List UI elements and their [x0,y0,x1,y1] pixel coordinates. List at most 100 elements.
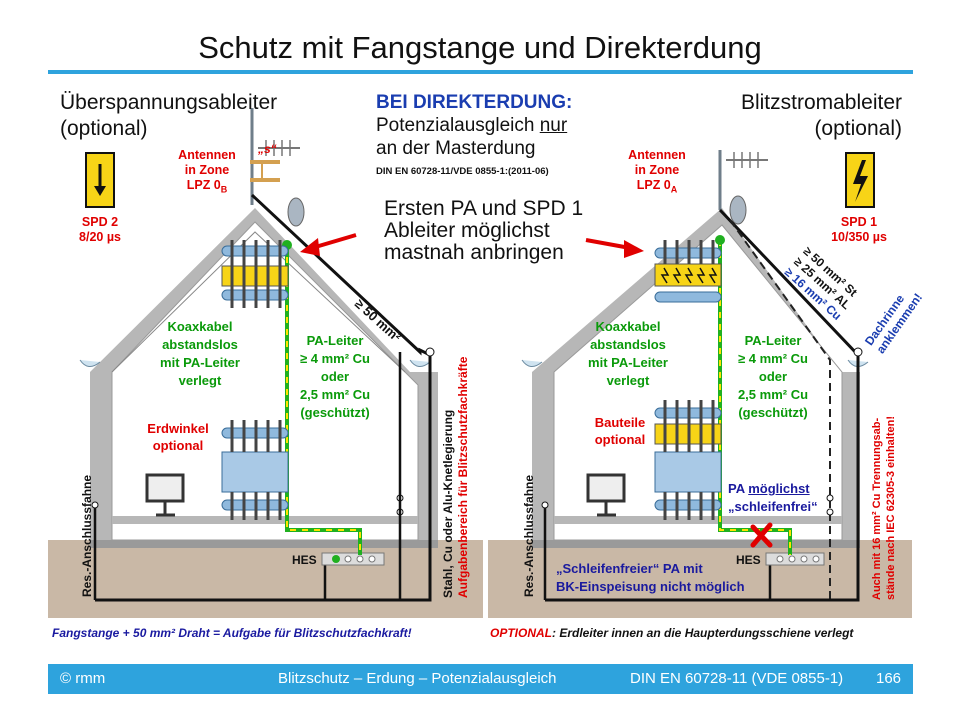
direct-heading: BEI DIREKTERDUNG: [376,92,573,113]
left-antenna-zone-text: LPZ 0 [186,178,221,192]
left-erdwinkel-line2: optional [152,438,204,453]
right-ground [488,540,912,618]
left-footer-note: Fangstange + 50 mm² Draht = Aufgabe für … [52,626,412,640]
right-footer-note: OPTIONAL: Erdleiter innen an die Haupter… [490,626,853,640]
right-koax-line2: abstandslos [590,337,666,352]
right-spd-block [654,240,722,303]
left-pa-line4: 2,5 mm² Cu [299,387,371,402]
direct-text: Potenzialausgleich nur an der Masterdung [376,114,567,160]
right-koax-line1: Koaxkabel [595,319,661,334]
footer-topic: Blitzschutz – Erdung – Potenzialausgleic… [278,670,557,687]
left-heading: Überspannungsableiter (optional) [60,90,277,142]
right-antenna-zone: LPZ 0A [618,178,696,198]
left-koax-line3: mit PA-Leiter [160,355,240,370]
right-antenna-zone-text: LPZ 0 [636,178,671,192]
right-pa-line5: (geschützt) [738,405,808,420]
left-koax-line1: Koaxkabel [167,319,233,334]
left-hes-label: HES [292,553,317,567]
left-spd-value: 8/20 µs [79,230,121,244]
left-task-label: Aufgabenbereich für Blitzschutzfachkräft… [456,356,470,598]
right-koax-label: Koaxkabel abstandslos mit PA-Leiter verl… [576,318,680,390]
right-pa-loop-b: möglichst [748,481,810,496]
right-spd-value: 10/350 µs [831,230,887,244]
right-loopfree-line1: „Schleifenfreier“ PA mit [556,561,703,576]
left-pa-label: PA-Leiter ≥ 4 mm² Cu oder 2,5 mm² Cu (ge… [290,332,380,422]
left-multiswitch [221,420,289,520]
left-pa-line5: (geschützt) [300,405,370,420]
right-heading-line2: (optional) [814,117,902,140]
advice-line1: Ersten PA und SPD 1 [384,197,584,220]
left-heading-line1: Überspannungsableiter [60,91,278,114]
left-koax-label: Koaxkabel abstandslos mit PA-Leiter verl… [148,318,252,390]
right-footer-note-text: : Erdleiter innen an die Haupterdungssch… [552,626,854,640]
footer-page-number: 166 [876,670,902,687]
left-antenna-zone: LPZ 0B [168,178,246,198]
footer-norm: DIN EN 60728-11 (VDE 0855-1) [630,670,844,687]
right-pa-label: PA-Leiter ≥ 4 mm² Cu oder 2,5 mm² Cu (ge… [728,332,818,422]
right-loopfree-line2: BK-Einspeisung nicht möglich [556,579,745,594]
right-antenna-line1: Antennen [628,148,686,162]
right-heading: Blitzstromableiter (optional) [700,90,902,142]
direct-text-line1-b: nur [539,115,568,136]
right-antenna-label: Antennen in Zone LPZ 0A [618,148,696,198]
advice-line2: Ableiter möglichst [384,219,550,242]
right-separation-line1: Auch mit 16 mm² Cu Trennungsab- [871,417,883,600]
right-pa-line1: PA-Leiter [744,333,802,348]
left-heading-line2: (optional) [60,117,148,140]
left-s-label: „s“ [258,142,277,156]
advice-text: Ersten PA und SPD 1 Ableiter möglichst m… [384,198,583,264]
direct-text-line2: an der Masterdung [376,138,536,159]
left-erdwinkel-label: Erdwinkel optional [138,420,218,454]
right-footer-note-optional: OPTIONAL [490,626,552,640]
left-pa-line3: oder [320,369,350,384]
left-koax-line4: verlegt [178,373,222,388]
left-ground [48,540,483,618]
left-spd-block [221,240,289,308]
right-koax-line3: mit PA-Leiter [588,355,668,370]
right-separation-line2: stände nach IEC 62305-3 einhalten! [885,415,897,600]
left-antenna-zone-sub: B [220,184,228,195]
left-spd-label: SPD 2 8/20 µs [72,215,128,245]
left-pa-line1: PA-Leiter [306,333,364,348]
footer-copyright: © rmm [60,670,106,687]
norm-reference: DIN EN 60728-11/VDE 0855-1:(2011-06) [376,166,549,177]
left-koax-line2: abstandslos [162,337,238,352]
right-multiswitch [654,400,722,520]
left-house-diagram [48,108,483,618]
slide-title: Schutz mit Fangstange und Direkterdung [198,30,762,65]
left-spd-name: SPD 2 [81,215,119,229]
left-res-label: Res.-Anschlussfahne [80,474,94,597]
right-antenna-zone-sub: A [670,184,678,195]
right-hes-label: HES [736,553,761,567]
right-res-label: Res.-Anschlussfahne [522,474,536,597]
right-heading-line1: Blitzstromableiter [740,91,902,114]
left-antenna-label: Antennen in Zone LPZ 0B [168,148,246,198]
right-pa-line3: oder [758,369,788,384]
footer-bar: © rmm Blitzschutz – Erdung – Potenzialau… [48,664,913,694]
right-bauteile-line1: Bauteile [594,415,646,430]
right-spd-name: SPD 1 [840,215,878,229]
right-pa-loop-label: PA möglichst „schleifenfrei“ [728,480,818,516]
direct-text-line1: Potenzialausgleich nur [376,114,567,137]
right-loopfree-note: „Schleifenfreier“ PA mit BK-Einspeisung … [556,560,745,596]
right-koax-line4: verlegt [606,373,650,388]
advice-line3: mastnah anbringen [384,241,564,264]
direct-text-line1-a: Potenzialausgleich [376,115,540,136]
right-spd-label: SPD 1 10/350 µs [826,215,892,245]
left-antenna-line2: in Zone [184,163,230,177]
right-pa-loop-a: PA [728,481,749,496]
right-bauteile-label: Bauteile optional [582,414,658,448]
right-separation-label: Auch mit 16 mm² Cu Trennungsab- stände n… [870,416,898,600]
left-antenna-line1: Antennen [178,148,236,162]
left-steel-label: Stahl, Cu oder Alu-Knetlegierung [441,409,455,598]
right-pa-loop-line1: PA möglichst [728,480,818,498]
left-erdwinkel-line1: Erdwinkel [147,421,209,436]
right-pa-line2: ≥ 4 mm² Cu [738,351,808,366]
right-antenna-line2: in Zone [634,163,680,177]
right-pa-loop-line2: „schleifenfrei“ [728,499,818,514]
title-rule [48,70,913,74]
left-pa-line2: ≥ 4 mm² Cu [300,351,370,366]
right-pa-line4: 2,5 mm² Cu [737,387,809,402]
